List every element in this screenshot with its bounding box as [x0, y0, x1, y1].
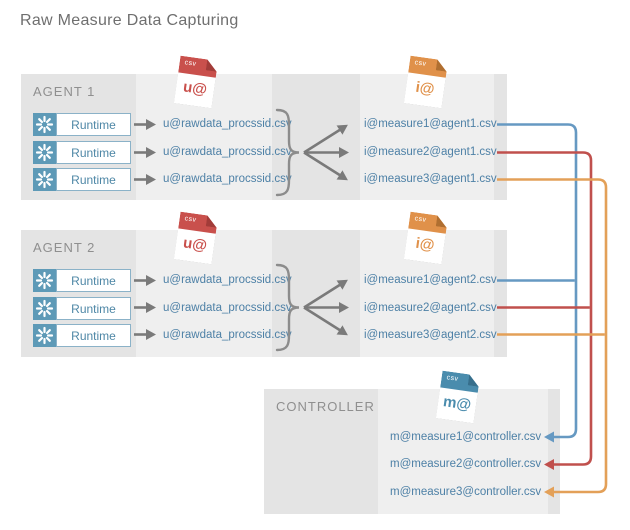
runtime-spinner-icon	[33, 269, 56, 292]
csv-tag: m@	[442, 393, 473, 414]
measure-file-name: i@measure3@agent2.csv	[364, 329, 497, 341]
runtime-chip: Runtime	[33, 141, 131, 164]
runtime-chip: Runtime	[33, 324, 131, 347]
folded-corner-icon	[468, 374, 480, 386]
csv-tag: i@	[414, 234, 436, 255]
measure-file-name: i@measure2@agent1.csv	[364, 146, 497, 158]
controller-file-name: m@measure1@controller.csv	[390, 431, 542, 443]
runtime-spinner-icon	[33, 141, 56, 164]
csv-tag: u@	[182, 234, 209, 255]
folded-corner-icon	[436, 59, 448, 71]
runtime-spinner-icon	[33, 297, 56, 320]
panel-band	[548, 389, 560, 514]
measure-file-name: i@measure2@agent2.csv	[364, 302, 497, 314]
controller-label: CONTROLLER	[276, 399, 375, 414]
runtime-spinner-icon	[33, 113, 56, 136]
csv-tag: u@	[182, 78, 209, 99]
csv-badge: csv	[184, 59, 197, 68]
runtime-label: Runtime	[56, 324, 131, 347]
raw-file-name: u@rawdata_procssid.csv	[163, 329, 292, 341]
agent-1-label: AGENT 1	[33, 84, 96, 99]
csv-file-icon-i: csv i@	[404, 212, 448, 265]
csv-file-icon-i: csv i@	[404, 56, 448, 109]
csv-badge: csv	[446, 374, 459, 383]
csv-file-icon-u: csv u@	[174, 212, 218, 265]
controller-file-name: m@measure2@controller.csv	[390, 458, 542, 470]
runtime-label: Runtime	[56, 113, 131, 136]
folded-corner-icon	[206, 59, 218, 71]
runtime-label: Runtime	[56, 297, 131, 320]
runtime-spinner-icon	[33, 324, 56, 347]
csv-badge: csv	[414, 59, 427, 68]
runtime-label: Runtime	[56, 141, 131, 164]
csv-tag: i@	[414, 78, 436, 99]
raw-file-name: u@rawdata_procssid.csv	[163, 146, 292, 158]
panel-band	[264, 389, 378, 514]
controller-file-name: m@measure3@controller.csv	[390, 486, 542, 498]
folded-corner-icon	[436, 215, 448, 227]
page-title: Raw Measure Data Capturing	[20, 12, 239, 29]
runtime-label: Runtime	[56, 168, 131, 191]
csv-file-icon-m: csv m@	[436, 371, 480, 424]
runtime-label: Runtime	[56, 269, 131, 292]
csv-badge: csv	[184, 215, 197, 224]
raw-file-name: u@rawdata_procssid.csv	[163, 118, 292, 130]
raw-file-name: u@rawdata_procssid.csv	[163, 302, 292, 314]
csv-file-icon-u: csv u@	[174, 56, 218, 109]
folded-corner-icon	[206, 215, 218, 227]
runtime-chip: Runtime	[33, 269, 131, 292]
controller-panel: CONTROLLER m@measure1@controller.csv m@m…	[264, 389, 560, 514]
measure-file-name: i@measure1@agent1.csv	[364, 118, 497, 130]
measure-file-name: i@measure3@agent1.csv	[364, 173, 497, 185]
runtime-chip: Runtime	[33, 168, 131, 191]
raw-file-name: u@rawdata_procssid.csv	[163, 274, 292, 286]
csv-badge: csv	[414, 215, 427, 224]
runtime-spinner-icon	[33, 168, 56, 191]
measure-file-name: i@measure1@agent2.csv	[364, 274, 497, 286]
agent-2-label: AGENT 2	[33, 240, 96, 255]
raw-file-name: u@rawdata_procssid.csv	[163, 173, 292, 185]
runtime-chip: Runtime	[33, 113, 131, 136]
runtime-chip: Runtime	[33, 297, 131, 320]
